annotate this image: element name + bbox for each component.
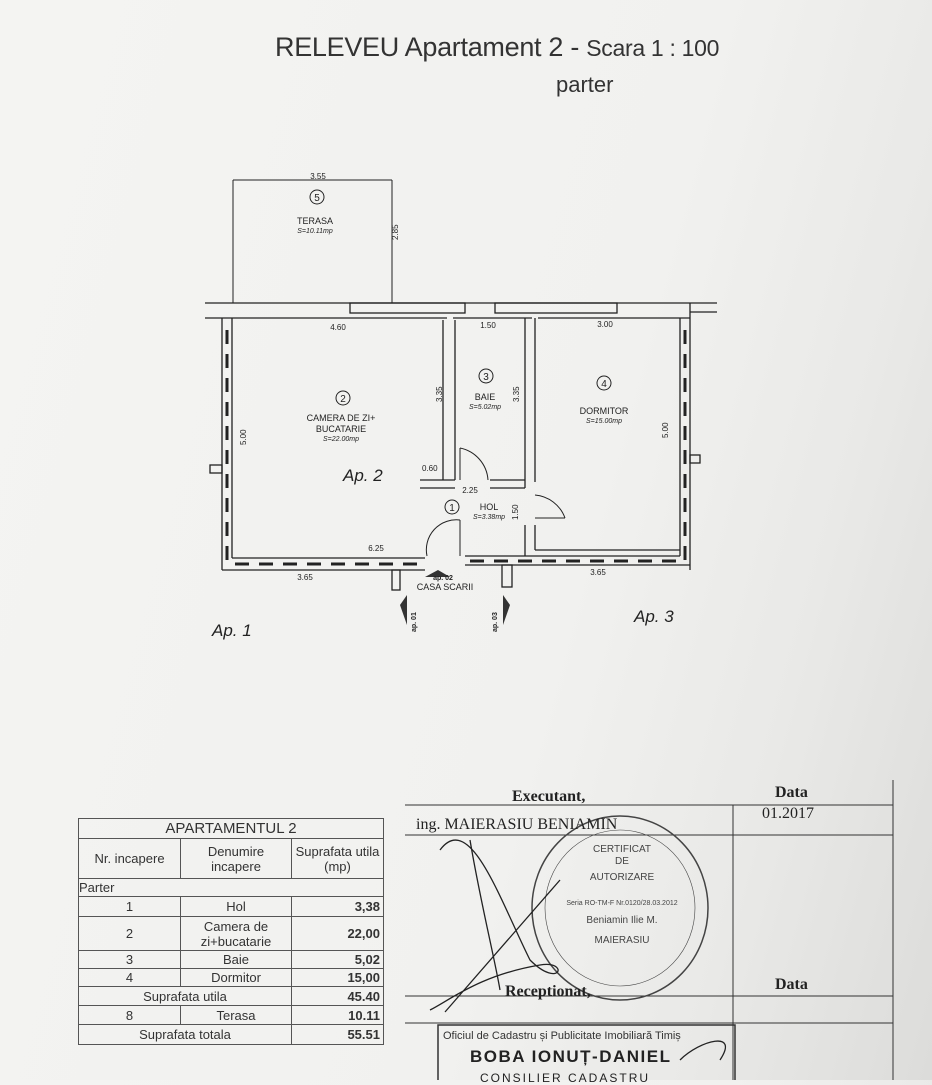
executant-label: Executant, (512, 788, 586, 805)
dim-right-height: 5.00 (661, 422, 670, 438)
dim-room2-height: 3.35 (435, 386, 444, 402)
label-ap2: Ap. 2 (342, 466, 383, 485)
dim-hol-height: 1.50 (511, 504, 520, 520)
room-5-number: 5 (314, 193, 320, 204)
room-5-name: TERASA (297, 216, 333, 226)
header-area: Suprafata utila (mp) (291, 838, 384, 879)
stamp-line-4: Seria RO-TM-F Nr.0120/28.03.2012 (566, 900, 677, 907)
dim-room3-width: 1.50 (480, 321, 496, 330)
header-name: Denumire incapere (180, 838, 292, 879)
stamp-line-3: AUTORIZARE (590, 872, 655, 883)
dim-wall: 0.60 (422, 464, 438, 473)
room-1-area: S=3.38mp (473, 514, 505, 521)
executant-name: ing. MAIERASIU BENIAMIN (416, 816, 618, 833)
walls (205, 302, 717, 591)
stamp-line-5: Beniamin Ilie M. (586, 915, 657, 926)
section-parter: Parter (78, 878, 384, 897)
ocpi-role: CONSILIER CADASTRU (480, 1071, 651, 1085)
stamp-line-2: DE (615, 856, 629, 867)
title-scale: Scara 1 : 100 (586, 35, 720, 61)
floor-label: parter (556, 72, 614, 97)
stamp-line-6: MAIERASIU (594, 935, 649, 946)
dim-room4-width: 3.00 (597, 320, 613, 329)
signature (429, 839, 727, 1061)
label-stair: CASA SCARII (417, 582, 474, 592)
terrace (232, 179, 393, 303)
label-ap1: Ap. 1 (211, 621, 252, 640)
label-ap01: ap. 01 (411, 612, 418, 632)
dim-room2-width: 4.60 (330, 323, 346, 332)
room-2-name-2: BUCATARIE (316, 424, 366, 434)
ocpi-office: Oficiul de Cadastru și Publicitate Imobi… (443, 1030, 681, 1042)
page-title: RELEVEU Apartament 2 - Scara 1 : 100 (275, 32, 719, 63)
dim-bottom-right: 3.65 (590, 568, 606, 577)
room-2-name: CAMERA DE ZI+ (307, 413, 376, 423)
dim-left-height: 5.00 (239, 429, 248, 445)
date-label: Data (775, 784, 808, 801)
room-3-name: BAIE (475, 392, 496, 402)
wall-dashes (225, 330, 687, 566)
date-value: 01.2017 (762, 805, 814, 822)
room-4-number: 4 (601, 379, 607, 390)
dim-hol-width: 2.25 (462, 486, 478, 495)
label-ap02: ap. 02 (433, 575, 453, 582)
room-3-area: S=5.02mp (469, 404, 501, 411)
date-label-2: Data (775, 976, 808, 993)
dim-terasa-width: 3.55 (310, 172, 326, 181)
room-2-number: 2 (340, 394, 346, 405)
label-ap03: ap. 03 (492, 612, 499, 632)
dim-room3-height: 3.35 (512, 386, 521, 402)
room-2-area: S=22.00mp (323, 436, 359, 443)
ocpi-name: BOBA IONUȚ-DANIEL (470, 1047, 672, 1066)
room-4-name: DORMITOR (580, 406, 629, 416)
doors (425, 447, 566, 557)
room-1-number: 1 (449, 503, 455, 514)
header-nr: Nr. incapere (78, 838, 181, 879)
dim-terasa-height: 2.85 (391, 224, 400, 240)
label-ap3: Ap. 3 (633, 607, 674, 626)
signoff-grid (405, 780, 894, 1080)
title-main: RELEVEU Apartament 2 - (275, 32, 587, 62)
stamp: CERTIFICAT DE AUTORIZARE Seria RO-TM-F N… (531, 815, 709, 1001)
stair-arrows (400, 570, 510, 625)
dim-inner-bottom: 6.25 (368, 544, 384, 553)
room-3-number: 3 (483, 372, 489, 383)
room-4-area: S=15.00mp (586, 418, 622, 425)
room-1-name: HOL (480, 502, 499, 512)
table-title: APARTAMENTUL 2 (78, 818, 384, 839)
room-5-area: S=10.11mp (297, 228, 333, 235)
receptionat-label: Receptionat, (505, 983, 591, 1000)
stamp-line-1: CERTIFICAT (593, 844, 651, 855)
dim-bottom-left: 3.65 (297, 573, 313, 582)
